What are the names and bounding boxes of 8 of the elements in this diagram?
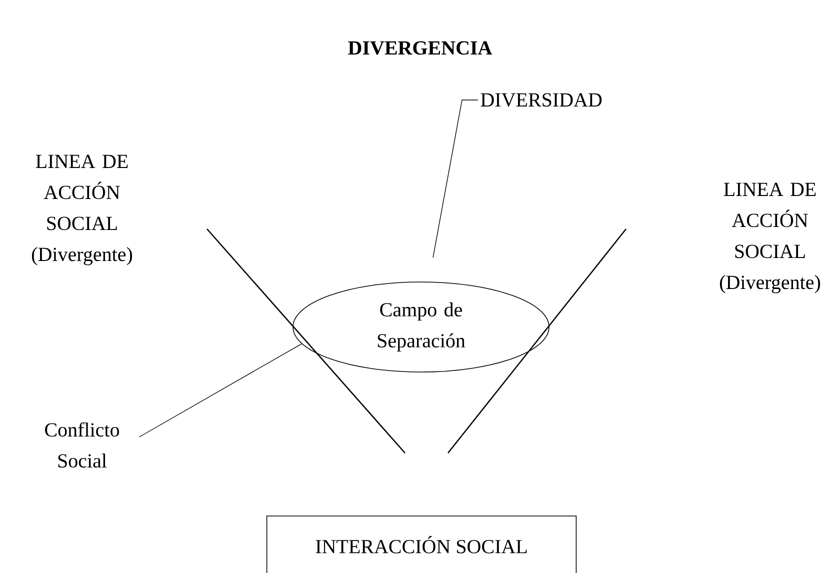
leader-line [432, 100, 478, 258]
label-box: INTERACCIÓN SOCIAL [266, 516, 577, 573]
text-label: Conflicto Social [45, 422, 120, 468]
text-label: DIVERSIDAD [480, 93, 602, 107]
title: DIVERGENCIA [348, 41, 492, 55]
leader-line [138, 343, 302, 438]
text-label: LINEA DE ACCIÓN SOCIAL (Divergente) [32, 154, 132, 266]
text-label: LINEA DE ACCIÓN SOCIAL (Divergente) [720, 182, 820, 294]
